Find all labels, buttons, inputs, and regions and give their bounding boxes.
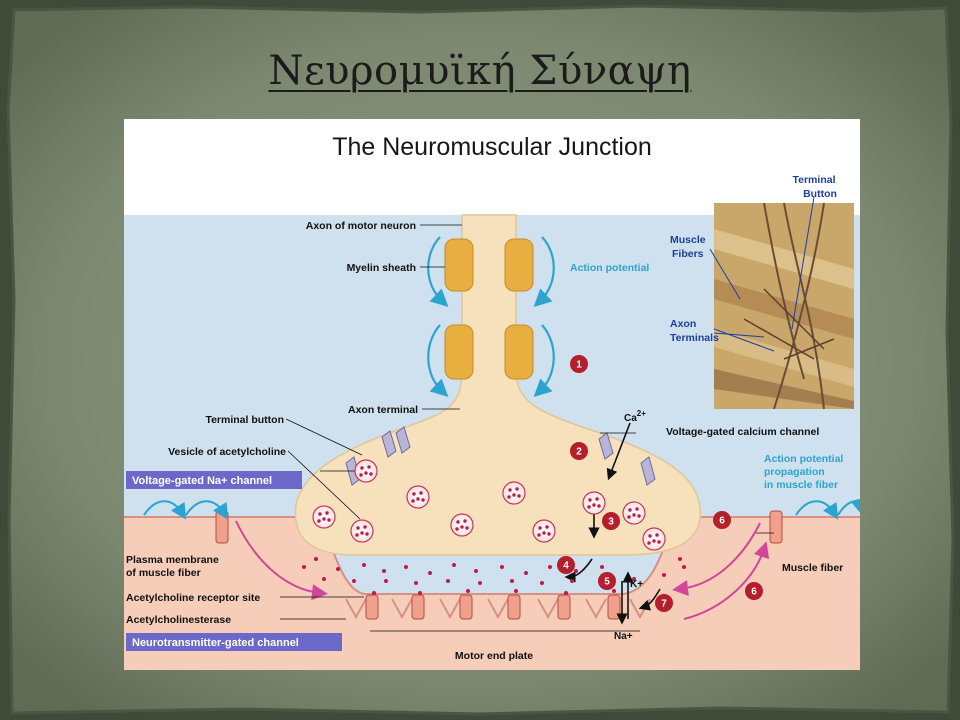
acetylcholine-molecule [428, 571, 432, 575]
svg-text:Neurotransmitter-gated channel: Neurotransmitter-gated channel [132, 637, 299, 649]
vesicle [502, 481, 526, 505]
label-vesicle-of-acetylcholine: Vesicle of acetylcholine [168, 446, 286, 458]
label-plasma-membrane-line2: of muscle fiber [126, 567, 201, 579]
acetylcholine-molecule [548, 565, 552, 569]
label-myelin-sheath: Myelin sheath [347, 262, 416, 274]
acetylcholine-molecule [564, 591, 568, 595]
end-plate-folds [345, 598, 651, 620]
acetylcholine-molecule [382, 569, 386, 573]
acetylcholine-molecule [466, 589, 470, 593]
acetylcholine-molecule [682, 565, 686, 569]
acetylcholine-molecule [372, 591, 376, 595]
step-badges [557, 355, 763, 612]
acetylcholine-molecule [570, 579, 574, 583]
micrograph-label-terminal-2: Button [803, 188, 837, 200]
acetylcholine-molecule [678, 557, 682, 561]
figure-title: The Neuromuscular Junction [332, 133, 652, 161]
acetylcholine-molecule [612, 589, 616, 593]
micrograph-label-terminal-1: Terminal [793, 174, 836, 186]
vesicle [354, 459, 378, 483]
myelin-sheath [444, 238, 534, 380]
acetylcholine-molecule [540, 581, 544, 585]
acetylcholine-molecule [632, 577, 636, 581]
acetylcholine-receptors [365, 594, 621, 620]
slide-title: Νευρομυϊκή Σύναψη [268, 48, 692, 94]
vesicle [406, 485, 430, 509]
neuromuscular-junction-figure: The Neuromuscular Junction [124, 119, 860, 670]
acetylcholine-molecule [524, 571, 528, 575]
vesicle [642, 527, 666, 551]
vesicle [532, 519, 556, 543]
ion-na-label: Na+ [614, 631, 633, 642]
label-axon-terminal: Axon terminal [348, 404, 418, 416]
acetylcholine-molecule [418, 591, 422, 595]
acetylcholine-molecule [452, 563, 456, 567]
acetylcholine-molecule [474, 569, 478, 573]
vesicle [450, 513, 474, 537]
label-acetylcholine-receptor-site: Acetylcholine receptor site [126, 592, 260, 604]
acetylcholine-molecule [478, 581, 482, 585]
micrograph-label-muscle-1: Muscle [670, 234, 706, 246]
acetylcholine-molecule [514, 589, 518, 593]
label-plasma-membrane-line1: Plasma membrane [126, 554, 219, 566]
label-terminal-button: Terminal button [205, 414, 284, 426]
axon-action-potential-arrows [427, 236, 555, 398]
label-ap-propagation-line1: Action potential [764, 453, 843, 465]
step-number: 7 [661, 599, 667, 610]
acetylcholine-molecule [384, 579, 388, 583]
label-action-potential: Action potential [570, 262, 649, 274]
label-ap-propagation-line3: in muscle fiber [764, 479, 838, 491]
label-leader-lines [280, 224, 774, 632]
label-motor-end-plate: Motor end plate [455, 650, 533, 662]
micrograph-inset [714, 202, 854, 410]
current-flow-arrows [235, 520, 770, 620]
label-neurotransmitter-gated-channel: Neurotransmitter-gated channel [126, 633, 342, 651]
muscle-propagation-arrows [143, 497, 860, 520]
acetylcholine-molecule [314, 557, 318, 561]
step-number: 4 [563, 561, 569, 572]
label-voltage-gated-na-channel: Voltage-gated Na+ channel [126, 471, 302, 489]
acetylcholine-molecule [404, 565, 408, 569]
step-number: 1 [576, 360, 582, 371]
acetylcholine-molecule [662, 573, 666, 577]
micrograph-label-muscle-2: Fibers [672, 248, 704, 260]
micrograph-pointer-lines [709, 196, 815, 352]
label-voltage-gated-calcium-channel: Voltage-gated calcium channel [666, 426, 819, 438]
acetylcholine-molecule [446, 579, 450, 583]
acetylcholine-molecule [510, 579, 514, 583]
micrograph-label-axon-1: Axon [670, 318, 696, 330]
acetylcholine-molecule [322, 577, 326, 581]
step-number: 6 [751, 587, 757, 598]
vesicle [582, 491, 606, 515]
vesicle [622, 501, 646, 525]
muscle-fiber-region [124, 517, 860, 670]
acetylcholine-molecule [414, 581, 418, 585]
acetylcholine-molecule [600, 565, 604, 569]
vesicle [350, 519, 374, 543]
calcium-channels [345, 426, 656, 486]
svg-text:Voltage-gated Na+ channel: Voltage-gated Na+ channel [132, 475, 272, 487]
step-number: 3 [608, 517, 614, 528]
acetylcholine-molecule [302, 565, 306, 569]
acetylcholine-molecule [600, 581, 604, 585]
acetylcholine-molecule [362, 563, 366, 567]
label-axon-of-motor-neuron: Axon of motor neuron [306, 220, 416, 232]
step-number: 6 [719, 516, 725, 527]
step-number: 5 [604, 577, 610, 588]
acetylcholine-molecule [500, 565, 504, 569]
acetylcholine-molecule [336, 567, 340, 571]
step-number: 2 [576, 447, 582, 458]
label-muscle-fiber: Muscle fiber [782, 562, 843, 574]
acetylcholine-molecule [352, 579, 356, 583]
acetylcholine-molecule [574, 569, 578, 573]
ion-arrows [564, 422, 661, 625]
ion-k-label: K+ [630, 579, 643, 590]
micrograph-label-axon-2: Terminals [670, 332, 719, 344]
vesicle [312, 505, 336, 529]
label-acetylcholinesterase: Acetylcholinesterase [126, 614, 231, 626]
label-ap-propagation-line2: propagation [764, 466, 825, 478]
